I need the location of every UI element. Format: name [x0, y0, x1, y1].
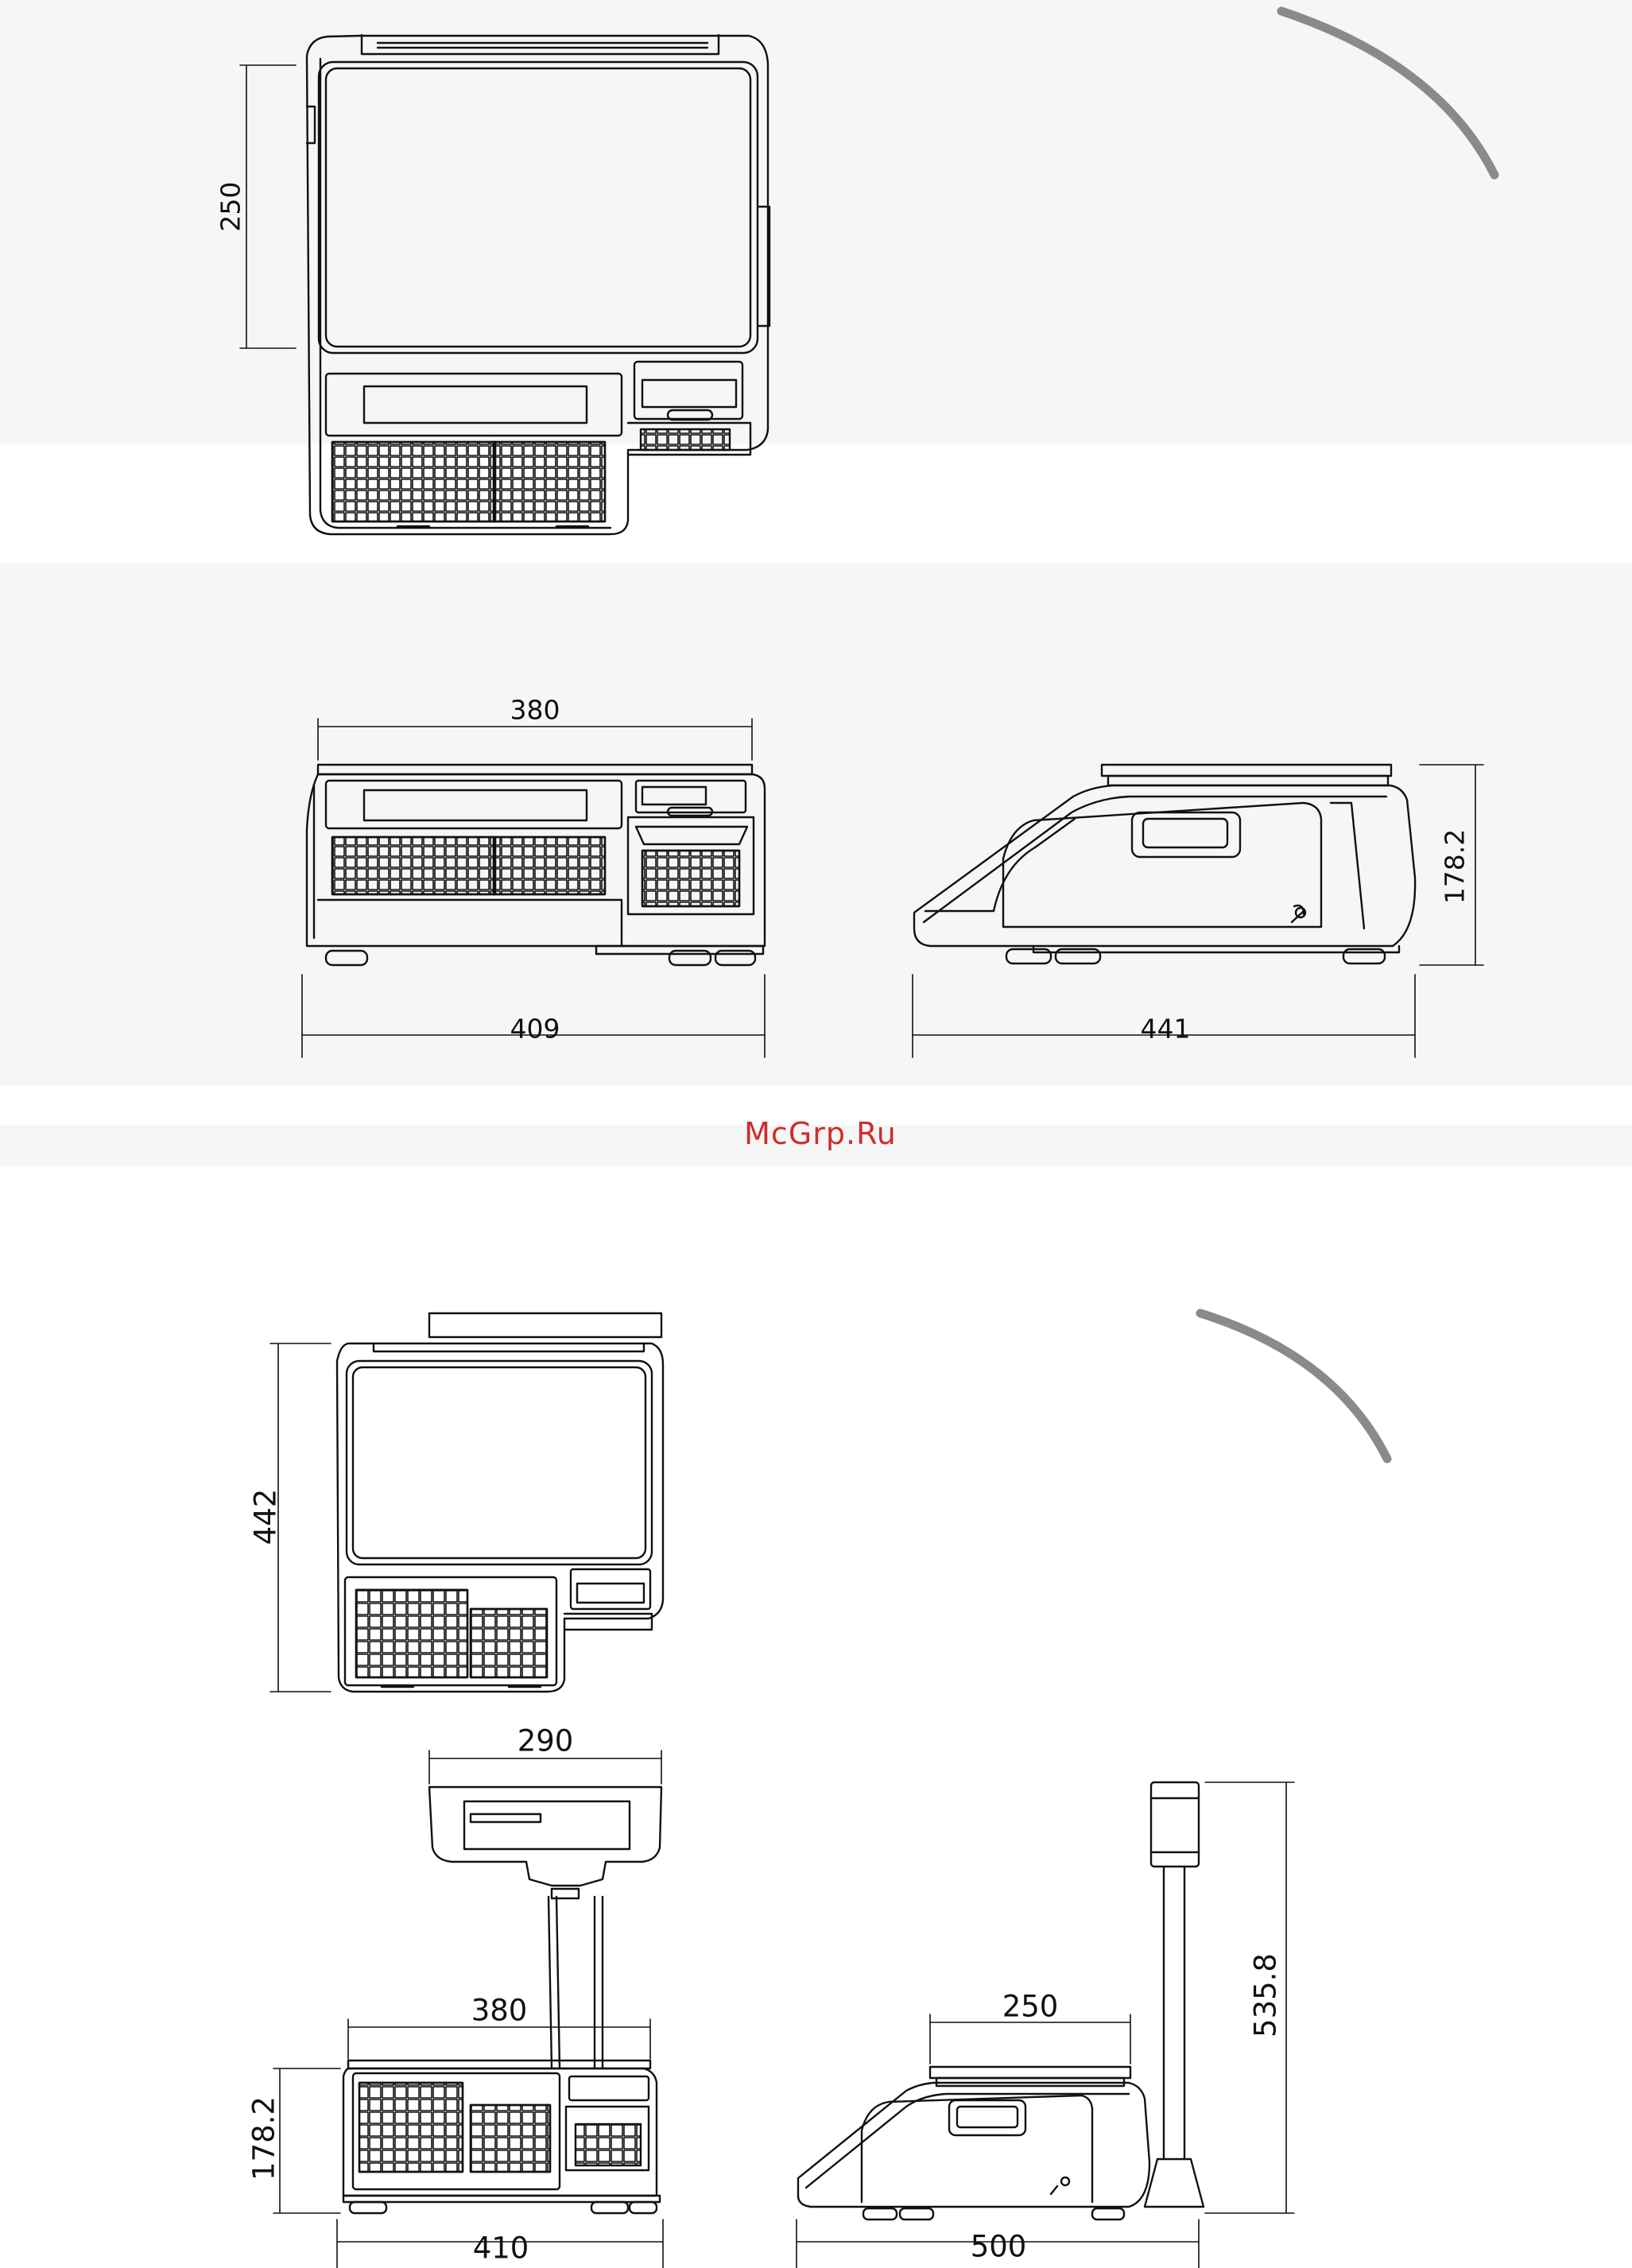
dimension-label-display-width: 290 — [518, 1727, 574, 1756]
front-view-upper — [307, 765, 765, 965]
watermark: McGrp.Ru — [744, 1116, 897, 1151]
dimension-label-total-height: 535.8 — [1251, 1953, 1281, 2037]
side-view-lower — [798, 1782, 1204, 2220]
side-view-upper — [914, 765, 1415, 963]
dimension-lines — [240, 65, 1483, 2268]
decorative-arc-upper — [1281, 11, 1494, 175]
dimension-label-platter-width-lower: 380 — [471, 1996, 528, 2026]
decorative-arc-lower — [1200, 1313, 1387, 1459]
dimension-label-top-depth-lower: 442 — [251, 1489, 281, 1545]
dimension-label-base-width: 409 — [510, 1016, 560, 1042]
top-view-upper — [307, 35, 769, 534]
top-view-lower — [337, 1313, 663, 1692]
dimension-label-platter-width: 380 — [510, 697, 560, 723]
dimension-label-height-lower: 178.2 — [250, 2096, 279, 2181]
dimension-label-top-depth: 250 — [218, 182, 244, 232]
dimension-label-side-depth: 441 — [1141, 1016, 1191, 1042]
dimension-label-side-depth-lower: 500 — [971, 2232, 1027, 2262]
dimension-label-height: 178.2 — [1442, 829, 1468, 904]
dimension-label-base-width-lower: 410 — [473, 2234, 529, 2263]
dimension-label-platter-depth: 250 — [1002, 1992, 1059, 2022]
